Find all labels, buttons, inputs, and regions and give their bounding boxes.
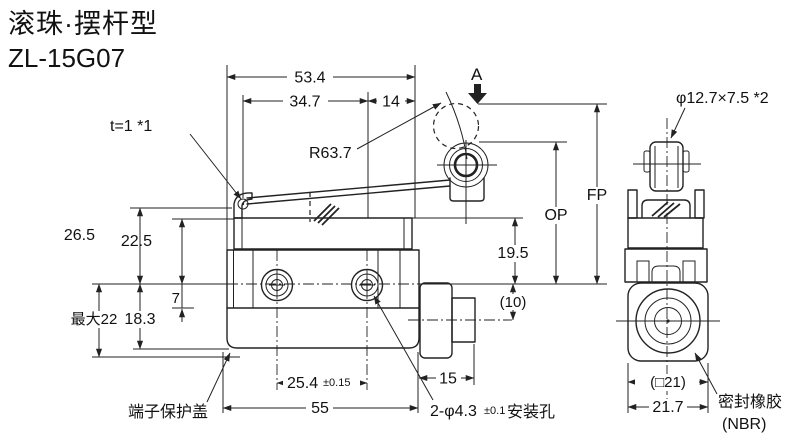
roller-spec-label: φ12.7×7.5 *2 [676, 90, 769, 107]
operating-direction-arrow [468, 84, 487, 104]
dim-side-width: 21.7 [652, 399, 683, 416]
lever-thickness-label: t=1 *1 [110, 118, 152, 135]
roller-free-position [432, 102, 480, 150]
reference-lines [92, 65, 607, 413]
terminal-cover-leader [206, 352, 231, 403]
lever-thickness-leader [189, 133, 242, 200]
lever-radius-label: R63.7 [309, 145, 352, 162]
label-backgrounds [63, 69, 699, 416]
roller-side [633, 141, 701, 192]
dim-max-height: 最大22 [71, 311, 118, 328]
seal-leader [694, 352, 718, 395]
seal-label-line2: (NBR) [722, 416, 766, 433]
return-spring [309, 192, 340, 226]
fp-label: FP [587, 187, 607, 204]
dim-body-width: 55 [311, 400, 329, 417]
dim-pivot-height: 26.5 [64, 227, 95, 244]
switch-body [226, 249, 420, 349]
mounting-screw-right [350, 268, 384, 302]
side-connector [419, 282, 476, 359]
radius-leader [356, 102, 442, 150]
page-title: 滚珠·摆杆型 [8, 9, 158, 39]
mount-hole-label: 2-φ4.3 [430, 403, 477, 420]
lever-travel-arc [445, 91, 468, 160]
roller-front [432, 91, 497, 224]
operate-point-label: A [471, 65, 483, 84]
dim-screw-offset: 7 [172, 290, 180, 307]
mount-hole-suffix: 安装孔 [507, 403, 555, 421]
side-view [616, 118, 720, 413]
dim-hole-pitch-tol: ±0.15 [323, 377, 350, 389]
seal-label-line1: 密封橡胶 [718, 393, 782, 411]
dim-housing-height: 22.5 [121, 233, 152, 250]
mount-hole-tol: ±0.1 [484, 405, 505, 417]
side-body [616, 217, 720, 362]
model-number: ZL-15G07 [8, 43, 125, 73]
roller-spec-leader [670, 107, 686, 139]
dim-op-height: 19.5 [497, 245, 528, 262]
dim-lower-height: 18.3 [124, 311, 155, 328]
lever-assembly [233, 179, 451, 226]
dim-hole-pitch: 25.4 [287, 375, 318, 392]
lever-fork-side [627, 189, 705, 219]
mount-hole-leader [373, 295, 434, 401]
dimension-lines [95, 73, 718, 412]
front-view [92, 65, 607, 413]
seal-face [627, 282, 709, 362]
terminal-cover-label: 端子保护盖 [128, 403, 208, 421]
dim-overall-width: 53.4 [294, 70, 325, 87]
dim-roller-offset: 14 [382, 94, 400, 111]
dim-face-square: (□21) [650, 374, 686, 391]
lever-housing [233, 217, 413, 250]
dim-connector-length: 15 [439, 371, 457, 388]
annotations: 滚珠·摆杆型 ZL-15G07 53.4 34.7 14 A t=1 *1 R6… [8, 9, 782, 433]
mounting-screw-left [260, 268, 294, 302]
dim-lever-length: 34.7 [289, 94, 320, 111]
dim-plunger-center: (10) [500, 294, 527, 311]
op-label: OP [544, 207, 567, 224]
